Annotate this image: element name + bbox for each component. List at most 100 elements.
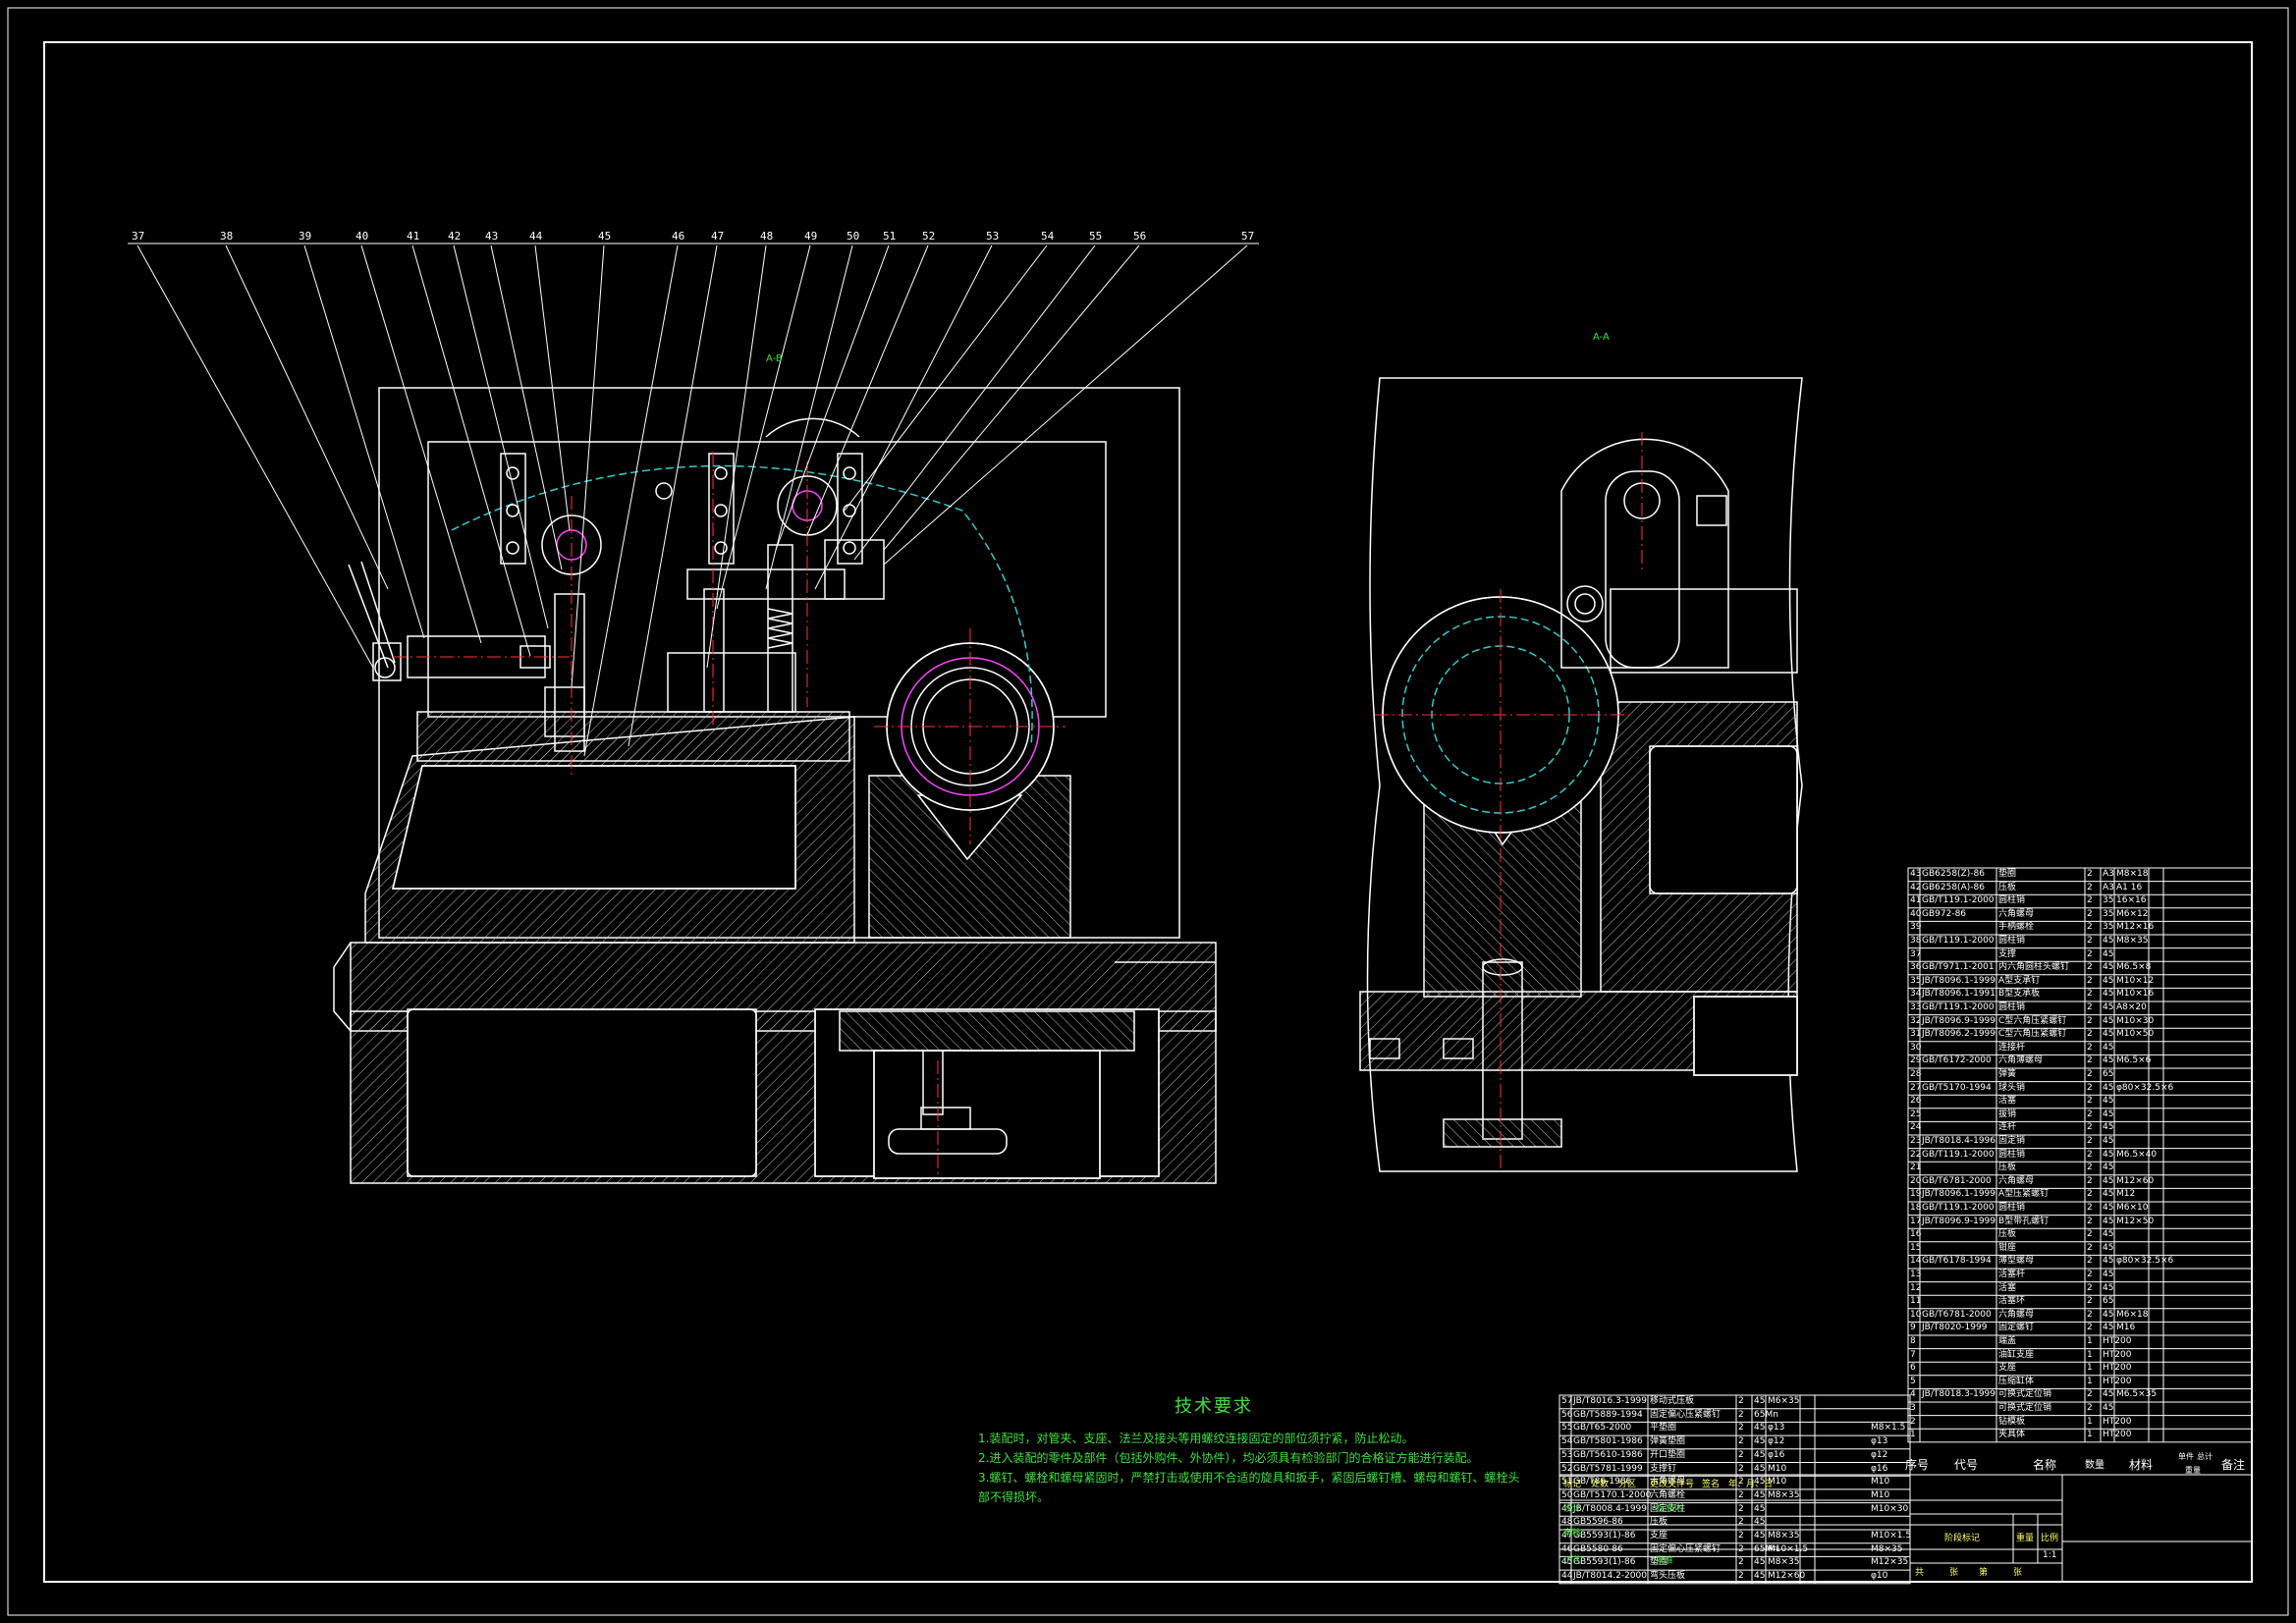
bom-cell: M10×1.5 <box>1768 1543 1809 1554</box>
bom-cell: 2 <box>2087 962 2093 973</box>
bom-cell: 内六角圆柱头螺钉 <box>1998 962 2070 973</box>
bom-cell: A3 <box>2103 882 2114 893</box>
bom-cell: GB/T119.1-2000 <box>1922 936 1995 946</box>
bom-cell: 45 <box>2103 962 2114 973</box>
bom-cell: GB/T6781-2000 <box>1922 1175 1992 1186</box>
bom-cell: 36 <box>1910 962 1922 973</box>
bom-cell: φ16 <box>1768 1449 1785 1460</box>
bom-cell: 11 <box>1910 1296 1922 1307</box>
bom-cell: GB5593(1)-86 <box>1573 1557 1636 1568</box>
tb-scale-label: 比例 <box>2041 1534 2059 1543</box>
tb-mark: 标记 <box>1563 1480 1582 1489</box>
bom-cell: 45 <box>1754 1503 1766 1514</box>
bom-cell: JB/T8016.3-1999 <box>1573 1396 1648 1406</box>
bom-cell: 26 <box>1910 1096 1922 1107</box>
bom-cell: M6×10 <box>2116 1203 2149 1213</box>
bom-cell: M12×16 <box>2116 922 2155 933</box>
bom-cell: 57 <box>1561 1396 1573 1406</box>
bom-cell: 六角螺母 <box>1998 908 2035 919</box>
bom-note: φ10 <box>1871 1571 1888 1582</box>
bom-cell: 18 <box>1910 1203 1922 1213</box>
bom-cell: 47 <box>1561 1531 1573 1541</box>
bom-note: φ13 <box>1871 1436 1888 1447</box>
bom-cell: 六角螺母 <box>1650 1477 1686 1488</box>
bom-cell: 固定销 <box>1998 1136 2026 1146</box>
tb-process: 工艺 <box>1563 1556 1582 1566</box>
bom-cell: HT200 <box>2103 1336 2132 1346</box>
bom-cell: 2 <box>1738 1436 1744 1447</box>
bom-right-grid <box>1907 867 2253 1443</box>
bom-cell: GB/T119.1-2000 <box>1922 1203 1995 1213</box>
bom-header-unit: 单件 <box>2178 1452 2194 1461</box>
bom-cell: 2 <box>2087 1216 2093 1226</box>
bom-cell: 1 <box>1910 1430 1916 1440</box>
bom-cell: HT200 <box>2103 1349 2132 1360</box>
tech-req-line-3: 3.螺钉、螺栓和螺母紧固时，严禁打击或使用不合适的旋具和扳手，紧固后螺钉槽、螺母… <box>978 1471 1520 1485</box>
bom-cell: 45 <box>2103 1309 2114 1320</box>
bom-cell: GB/T6178-1994 <box>1922 1256 1992 1267</box>
bom-cell: M6.5×35 <box>2116 1389 2158 1400</box>
leader-number: 45 <box>598 230 612 243</box>
bom-cell: 开口垫圈 <box>1650 1449 1686 1460</box>
bom-cell: 活塞 <box>1998 1096 2017 1107</box>
bom-cell: 手柄螺栓 <box>1998 922 2035 933</box>
bom-cell: A型支承钉 <box>1998 975 2041 986</box>
bom-cell: 45 <box>2103 1270 2114 1279</box>
tb-scale: 1:1 <box>2043 1550 2057 1560</box>
bom-cell: A8×20 <box>2116 1002 2147 1012</box>
bom-cell: 活塞杆 <box>1998 1270 2026 1279</box>
bom-note: M10×1.5 <box>1871 1531 1912 1541</box>
bom-cell: JB/T8096.1-1999 <box>1922 1189 1996 1200</box>
bom-cell: JB/T8096.2-1999 <box>1922 1029 1996 1040</box>
bom-cell: 2 <box>2087 1403 2093 1413</box>
tb-sheet-unit-1: 张 <box>1949 1568 1959 1578</box>
bom-cell: 40 <box>1910 908 1922 919</box>
outer-border <box>7 7 2289 1616</box>
bom-cell: GB/T5889-1994 <box>1573 1409 1643 1420</box>
leader-number: 38 <box>220 230 234 243</box>
bom-cell: B型支承板 <box>1998 989 2041 1000</box>
tb-standard: 标准化 <box>1656 1504 1683 1514</box>
bom-cell: 50 <box>1561 1489 1573 1500</box>
leader-number: 47 <box>711 230 725 243</box>
bom-cell: 45 <box>1754 1423 1766 1434</box>
bom-cell: 8 <box>1910 1336 1916 1346</box>
bom-cell: 45 <box>2103 1323 2114 1333</box>
bom-cell: 45 <box>1561 1557 1573 1568</box>
bom-cell: M6.5×40 <box>2116 1149 2158 1160</box>
bom-cell: 六角薄螺母 <box>1998 1055 2044 1066</box>
bom-header-name: 名称 <box>2033 1458 2057 1472</box>
bom-cell: 45 <box>2103 1122 2114 1133</box>
bom-cell: 45 <box>2103 1015 2114 1026</box>
bom-cell: 2 <box>2087 1149 2093 1160</box>
bom-cell: 29 <box>1910 1055 1922 1066</box>
bom-cell: M10×30 <box>2116 1015 2155 1026</box>
bom-cell: 43 <box>1910 869 1922 879</box>
bom-cell: GB/T5801-1986 <box>1573 1436 1643 1447</box>
bom-cell: 钳座 <box>1998 1242 2017 1253</box>
bom-cell: 2 <box>2087 1055 2093 1066</box>
bom-cell: M8×18 <box>2116 869 2149 879</box>
bom-cell: JB/T8096.1-1991 <box>1922 989 1996 1000</box>
bom-cell: 2 <box>2087 895 2093 906</box>
bom-cell: 5 <box>1910 1376 1916 1386</box>
bom-cell: GB972-86 <box>1922 908 1967 919</box>
bom-cell: 45 <box>2103 1229 2114 1240</box>
bom-cell: 圆柱销 <box>1998 1203 2026 1213</box>
bom-cell: 27 <box>1910 1082 1922 1093</box>
bom-cell: 45 <box>2103 1189 2114 1200</box>
bom-cell: M8×35 <box>1768 1531 1800 1541</box>
bom-cell: 45 <box>2103 1175 2114 1186</box>
bom-cell: 42 <box>1910 882 1922 893</box>
bom-cell: 2 <box>1738 1517 1744 1528</box>
bom-cell: 41 <box>1910 895 1922 906</box>
bom-cell: 38 <box>1910 936 1922 946</box>
bom-cell: 35 <box>2103 908 2114 919</box>
bom-cell: 2 <box>2087 1242 2093 1253</box>
bom-cell: JB/T8020-1999 <box>1922 1323 1988 1333</box>
bom-cell: 16 <box>1910 1229 1922 1240</box>
bom-cell: M10×12 <box>2116 975 2155 986</box>
bom-cell: 3 <box>1910 1403 1916 1413</box>
bom-cell: 35 <box>2103 922 2114 933</box>
bom-cell: 56 <box>1561 1409 1573 1420</box>
